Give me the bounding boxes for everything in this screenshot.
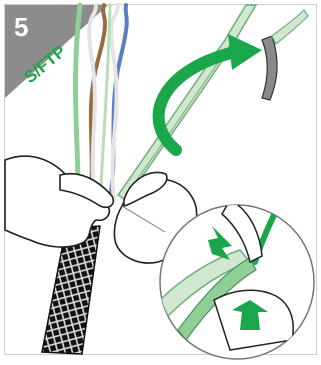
step-number: 5 (14, 12, 28, 42)
